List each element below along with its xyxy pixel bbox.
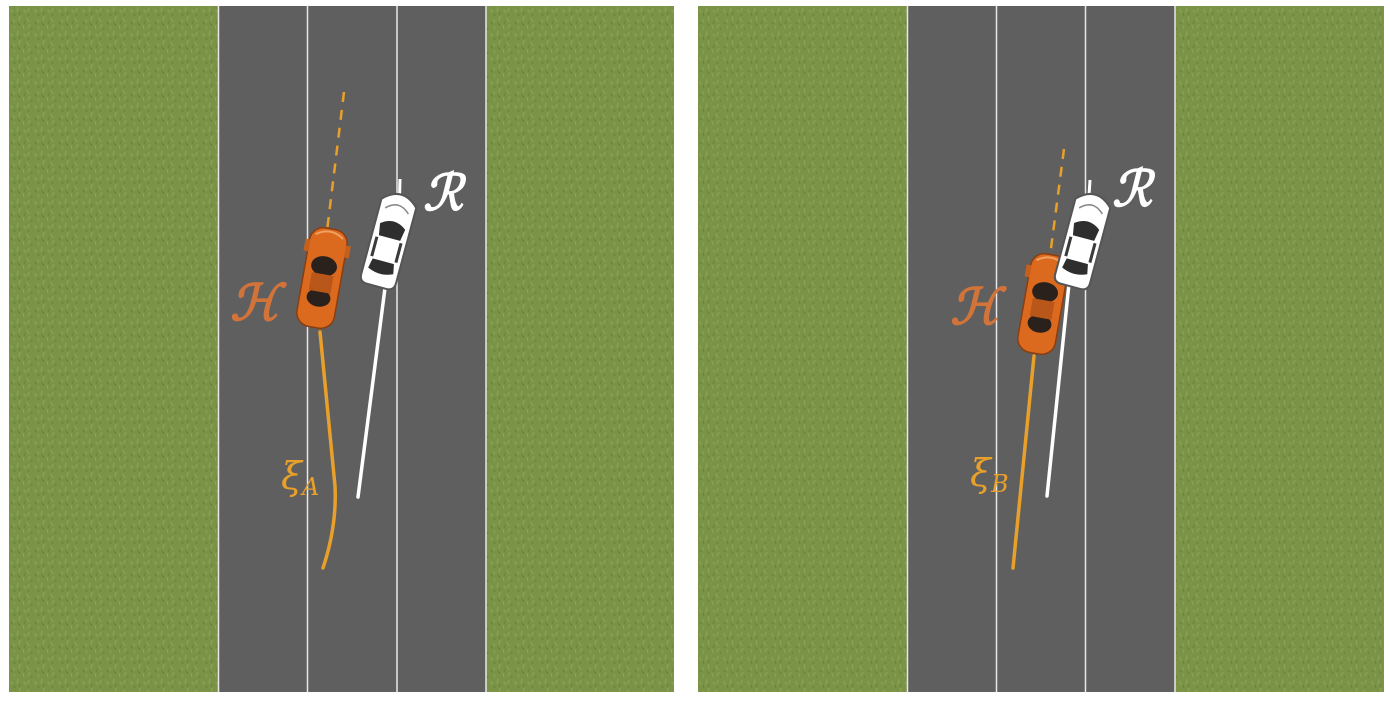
grass-left: [9, 6, 218, 692]
road: [218, 6, 486, 692]
human-predicted-path: [325, 91, 346, 232]
white-car-icon: [1053, 192, 1112, 291]
scene-a: ℋ ℛ ξA: [9, 6, 674, 692]
trajectory-label: ξA: [281, 454, 319, 501]
human-label: ℋ: [950, 277, 1007, 336]
trajectory-symbol: ξ: [970, 451, 993, 495]
orange-sports-car-icon: [296, 226, 351, 330]
robot-trajectory: [1045, 272, 1072, 498]
white-car-icon: [359, 192, 418, 291]
scenario-panel-b: ℋ ℛ ξB: [698, 6, 1384, 692]
trajectory-subscript: B: [990, 470, 1009, 498]
grass-left: [698, 6, 907, 692]
human-label: ℋ: [230, 273, 287, 332]
human-trajectory: [318, 330, 337, 570]
robot-trajectory: [356, 286, 387, 499]
scenario-panel-a: ℋ ℛ ξA: [9, 6, 674, 692]
human-trajectory: [1011, 354, 1036, 570]
robot-label: ℛ: [423, 163, 467, 222]
scene-b: ℋ ℛ ξB: [698, 6, 1384, 692]
grass-right: [1175, 6, 1384, 692]
trajectory-label: ξB: [970, 451, 1009, 498]
robot-label: ℛ: [1112, 159, 1156, 218]
trajectory-subscript: A: [300, 473, 319, 501]
trajectory-symbol: ξ: [281, 454, 304, 498]
orange-sports-car-icon: [1017, 252, 1072, 356]
grass-right: [486, 6, 674, 692]
